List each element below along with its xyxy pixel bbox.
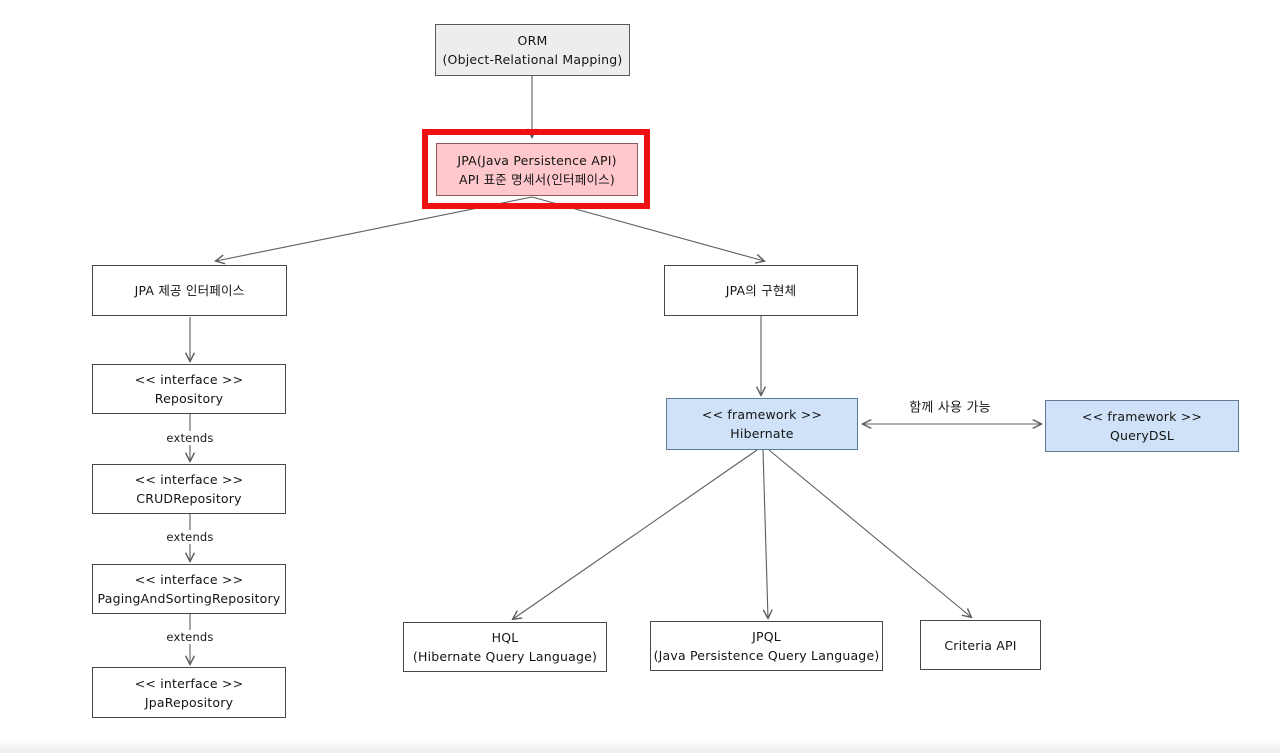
edge-label-together: 함께 사용 가능 [906, 396, 994, 416]
node-jpa-repository: << interface >> JpaRepository [92, 667, 286, 718]
node-querydsl: << framework >> QueryDSL [1045, 400, 1239, 452]
node-paging-repository-line1: << interface >> [134, 572, 244, 587]
node-criteria-api-line1: Criteria API [944, 637, 1017, 653]
node-hibernate-line1: << framework >> [701, 407, 823, 422]
node-crud-repository-line1: << interface >> [134, 472, 244, 487]
node-jpql-line2: (Java Persistence Query Language) [653, 648, 880, 663]
connector-jpa-to-impl [531, 196, 764, 261]
node-criteria-api: Criteria API [920, 620, 1041, 670]
node-jpa-repository-line1: << interface >> [134, 675, 244, 691]
node-repository-line2: Repository [154, 391, 224, 406]
node-repository-line1: << interface >> [134, 372, 244, 387]
connector-jpa-to-interfaces [216, 196, 533, 261]
node-orm-line1: ORM [517, 33, 548, 48]
node-hql-line2: (Hibernate Query Language) [412, 649, 598, 664]
node-jpa-impl-line1: JPA의 구현체 [725, 283, 797, 298]
node-jpa-spec-line1: JPA(Java Persistence API) [457, 152, 617, 168]
connector-hibernate-to-jpql [762, 449, 768, 618]
node-orm-line2: (Object-Relational Mapping) [442, 52, 623, 67]
node-hql-line1: HQL [491, 630, 519, 645]
edge-label-extends-2: extends [163, 530, 217, 544]
node-jpa-impl: JPA의 구현체 [664, 265, 858, 316]
node-jpa-interfaces-line1: JPA 제공 인터페이스 [134, 283, 245, 298]
node-hql: HQL (Hibernate Query Language) [403, 622, 607, 672]
node-paging-repository: << interface >> PagingAndSortingReposito… [92, 564, 286, 614]
bottom-gradient-strip [0, 738, 1280, 753]
connector-hibernate-to-criteria [768, 449, 971, 617]
node-querydsl-line2: QueryDSL [1109, 428, 1175, 443]
node-jpql-line1: JPQL [752, 629, 781, 644]
edge-label-extends-1: extends [163, 431, 217, 445]
node-jpa-interfaces: JPA 제공 인터페이스 [92, 265, 287, 316]
node-paging-repository-line2: PagingAndSortingRepository [97, 591, 281, 606]
node-hibernate-line2: Hibernate [730, 426, 794, 441]
edge-label-extends-3: extends [163, 630, 217, 644]
node-orm: ORM (Object-Relational Mapping) [435, 24, 630, 76]
node-crud-repository-line2: CRUDRepository [136, 491, 242, 506]
connector-hibernate-to-hql [513, 449, 758, 619]
node-repository: << interface >> Repository [92, 364, 286, 414]
node-querydsl-line1: << framework >> [1081, 409, 1203, 424]
node-jpa-spec-line2: API 표준 명세서(인터페이스) [459, 171, 615, 187]
node-jpa-spec: JPA(Java Persistence API) API 표준 명세서(인터페… [436, 143, 638, 196]
node-hibernate: << framework >> Hibernate [666, 398, 858, 450]
node-jpql: JPQL (Java Persistence Query Language) [650, 621, 883, 671]
node-crud-repository: << interface >> CRUDRepository [92, 464, 286, 514]
node-jpa-repository-line2: JpaRepository [144, 694, 234, 710]
